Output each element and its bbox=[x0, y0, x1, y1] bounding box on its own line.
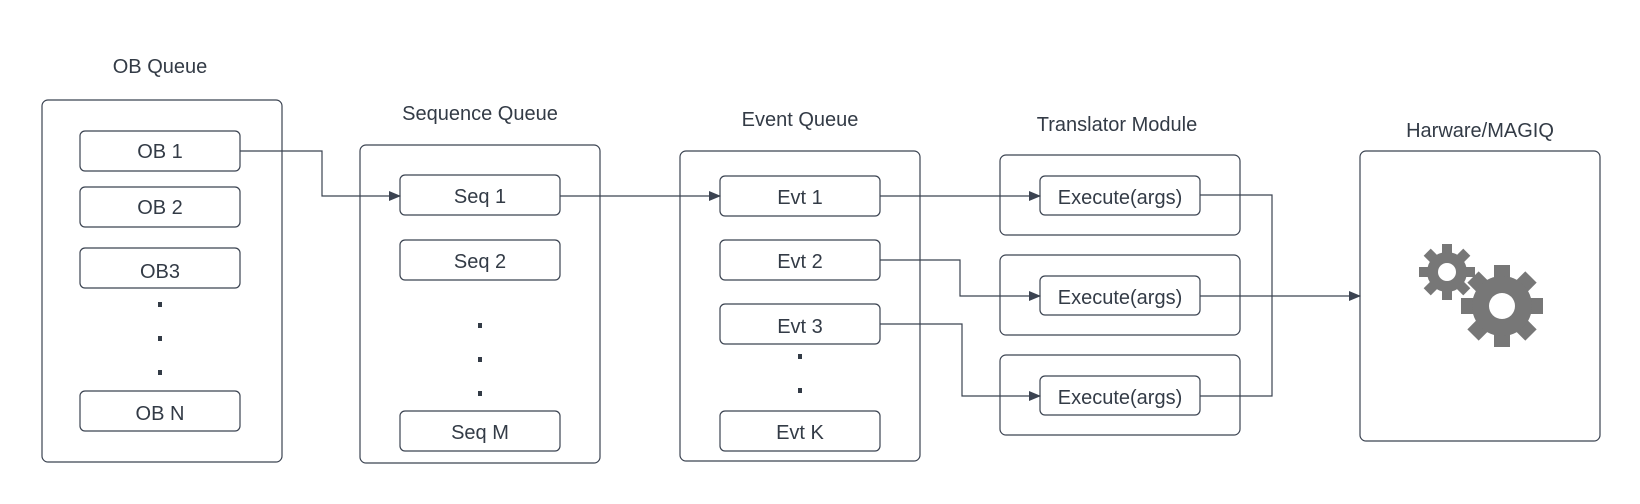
arrow-ob1-to-seq1 bbox=[240, 150, 401, 201]
ob-item-1-label: OB 1 bbox=[137, 141, 183, 163]
translator-module-title: Translator Module bbox=[1037, 114, 1197, 136]
execute-item-2-label: Execute(args) bbox=[1058, 287, 1183, 309]
evt-ellipsis bbox=[798, 354, 802, 393]
line-execute3-to-hardware bbox=[1200, 296, 1273, 397]
sequence-queue-container bbox=[359, 144, 601, 464]
seq-item-1[interactable]: Seq 1 bbox=[399, 174, 561, 216]
execute-item-2[interactable]: Execute(args) bbox=[1039, 275, 1201, 316]
evt-item-1[interactable]: Evt 1 bbox=[719, 175, 881, 217]
ob-queue-column: OB Queue OB 1 OB 2 OB3 OB N bbox=[41, 56, 283, 463]
seq-item-m-label: Seq M bbox=[451, 422, 509, 444]
arrow-execute1-to-hardware bbox=[1200, 194, 1361, 301]
arrow-evt2-to-execute2 bbox=[880, 259, 1041, 301]
arrow-evt3-to-execute3 bbox=[880, 323, 1041, 401]
evt-item-3[interactable]: Evt 3 bbox=[719, 303, 881, 345]
ob-item-1[interactable]: OB 1 bbox=[79, 130, 241, 172]
evt-item-k-label: Evt K bbox=[776, 422, 824, 444]
evt-item-1-label: Evt 1 bbox=[777, 187, 823, 209]
evt-item-2-label: Evt 2 bbox=[777, 251, 823, 273]
ob-queue-title: OB Queue bbox=[113, 56, 208, 78]
event-queue-title: Event Queue bbox=[742, 109, 859, 131]
connectors bbox=[240, 150, 1361, 401]
execute-item-3[interactable]: Execute(args) bbox=[1039, 375, 1201, 416]
event-queue-column: Event Queue Evt 1 Evt 2 Evt 3 Evt K bbox=[679, 109, 921, 462]
evt-item-2[interactable]: Evt 2 bbox=[719, 239, 881, 281]
ob-item-n[interactable]: OB N bbox=[79, 390, 241, 432]
execute-item-1-label: Execute(args) bbox=[1058, 187, 1183, 209]
ob-item-3-label: OB3 bbox=[140, 261, 180, 283]
execute-item-1[interactable]: Execute(args) bbox=[1039, 175, 1201, 216]
seq-item-1-label: Seq 1 bbox=[454, 186, 506, 208]
ob-item-2[interactable]: OB 2 bbox=[79, 186, 241, 228]
gears-icon bbox=[1419, 244, 1543, 347]
ob-item-3[interactable]: OB3 bbox=[79, 247, 241, 289]
translator-module-column: Translator Module Execute(args) Execute(… bbox=[999, 114, 1241, 436]
ob-ellipsis bbox=[158, 302, 162, 375]
hardware-column: Harware/MAGIQ bbox=[1359, 120, 1601, 442]
evt-item-3-label: Evt 3 bbox=[777, 316, 823, 338]
execute-item-3-label: Execute(args) bbox=[1058, 387, 1183, 409]
seq-item-m[interactable]: Seq M bbox=[399, 410, 561, 452]
seq-item-2-label: Seq 2 bbox=[454, 251, 506, 273]
evt-item-k[interactable]: Evt K bbox=[719, 410, 881, 452]
ob-item-n-label: OB N bbox=[136, 403, 185, 425]
hardware-title: Harware/MAGIQ bbox=[1406, 120, 1554, 142]
sequence-queue-title: Sequence Queue bbox=[402, 103, 558, 125]
sequence-queue-column: Sequence Queue Seq 1 Seq 2 Seq M bbox=[359, 103, 601, 464]
ob-item-2-label: OB 2 bbox=[137, 197, 183, 219]
seq-ellipsis bbox=[478, 323, 482, 396]
seq-item-2[interactable]: Seq 2 bbox=[399, 239, 561, 281]
